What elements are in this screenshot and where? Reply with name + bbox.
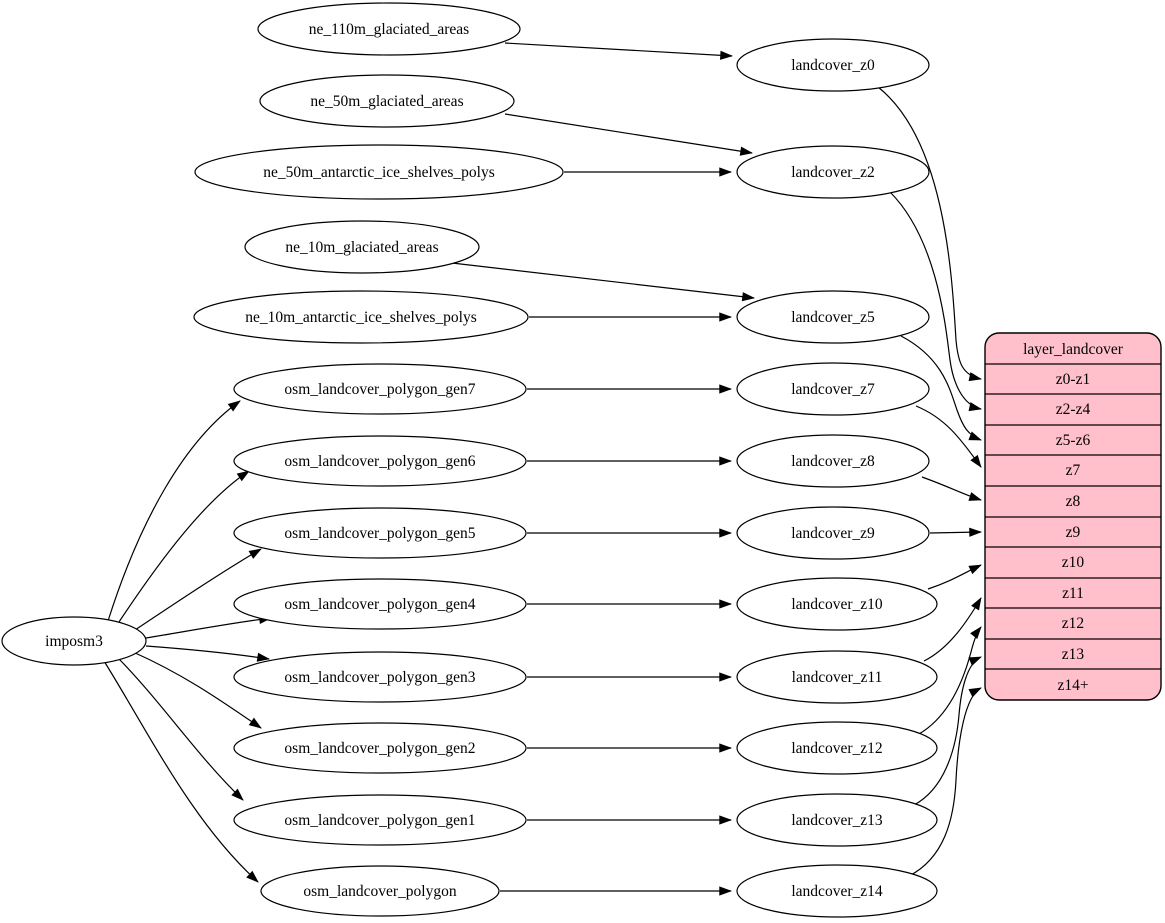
node-landcover_z8: landcover_z8: [736, 434, 930, 488]
table-row-z0-z1: z0-z1: [1056, 371, 1090, 388]
edge-z2-row: [889, 191, 982, 412]
node-ne_50m_glaciated_areas-label: ne_50m_glaciated_areas: [310, 93, 463, 110]
node-ne_50m_glaciated_areas: ne_50m_glaciated_areas: [259, 74, 515, 128]
node-landcover_z5: landcover_z5: [736, 290, 930, 344]
node-landcover_z7-label: landcover_z7: [791, 381, 875, 398]
node-landcover_z7: landcover_z7: [736, 362, 930, 416]
table-row-z11: z11: [1062, 585, 1084, 602]
node-landcover_z2: landcover_z2: [736, 145, 930, 199]
edge-imposm3-gen7: [107, 400, 241, 622]
edge-z0-row: [877, 86, 982, 382]
table-row-z12: z12: [1062, 615, 1084, 632]
node-osm_landcover_polygon_gen3: osm_landcover_polygon_gen3: [233, 651, 527, 703]
node-osm_landcover_polygon: osm_landcover_polygon: [260, 865, 500, 917]
node-osm_landcover_polygon_gen4: osm_landcover_polygon_gen4: [233, 578, 527, 630]
edge-ne10mg-z5: [451, 262, 756, 302]
edge-imposm3-gen1: [116, 656, 244, 801]
node-osm_landcover_polygon_gen6-label: osm_landcover_polygon_gen6: [284, 453, 475, 470]
node-osm_landcover_polygon-label: osm_landcover_polygon: [303, 883, 457, 900]
table-row-z13: z13: [1062, 646, 1085, 663]
node-landcover_z11: landcover_z11: [736, 650, 938, 704]
node-ne_110m_glaciated_areas-label: ne_110m_glaciated_areas: [309, 21, 469, 38]
edge-ne50mg-z2: [504, 113, 754, 156]
node-osm_landcover_polygon_gen1-label: osm_landcover_polygon_gen1: [284, 812, 475, 829]
node-osm_landcover_polygon_gen5-label: osm_landcover_polygon_gen5: [284, 525, 475, 542]
table-title: layer_landcover: [1023, 341, 1124, 358]
node-landcover_z12: landcover_z12: [736, 721, 938, 775]
edge-ne110m-z0: [504, 42, 734, 60]
node-landcover_z9: landcover_z9: [736, 506, 930, 560]
node-landcover_z8-label: landcover_z8: [791, 453, 875, 470]
edge-imposm3-gen5: [131, 548, 262, 633]
table-row-z2-z4: z2-z4: [1056, 401, 1091, 418]
edge-z7-row: [915, 405, 982, 468]
node-ne_10m_antarctic_ice_shelves_polys: ne_10m_antarctic_ice_shelves_polys: [193, 290, 529, 344]
node-landcover_z10-label: landcover_z10: [791, 596, 882, 613]
edge-z5-row: [900, 335, 982, 441]
table-layer_landcover: layer_landcover z0-z1 z2-z4 z5-z6 z7 z8 …: [984, 332, 1162, 701]
edge-z9-row: [929, 527, 983, 537]
node-ne_10m_glaciated_areas: ne_10m_glaciated_areas: [244, 220, 480, 274]
node-osm_landcover_polygon_gen6: osm_landcover_polygon_gen6: [233, 435, 527, 487]
node-imposm3-label: imposm3: [45, 633, 103, 650]
node-ne_50m_antarctic_ice_shelves_polys-label: ne_50m_antarctic_ice_shelves_polys: [263, 164, 495, 181]
edge-z13-row: [913, 656, 982, 806]
edge-imposm3-gen3: [145, 645, 271, 662]
node-osm_landcover_polygon_gen7-label: osm_landcover_polygon_gen7: [284, 381, 475, 398]
node-ne_110m_glaciated_areas: ne_110m_glaciated_areas: [257, 2, 521, 56]
node-osm_landcover_polygon_gen2-label: osm_landcover_polygon_gen2: [284, 740, 475, 757]
edge-z10-row: [927, 564, 982, 590]
node-landcover_z2-label: landcover_z2: [791, 164, 875, 181]
node-landcover_z14: landcover_z14: [736, 864, 938, 918]
node-landcover_z9-label: landcover_z9: [791, 525, 875, 542]
table-row-z9: z9: [1066, 524, 1081, 541]
node-osm_landcover_polygon_gen7: osm_landcover_polygon_gen7: [233, 363, 527, 415]
edge-group: [103, 42, 983, 896]
edge-imposm3-gen6: [116, 470, 250, 626]
edge-imposm3-gen2: [132, 651, 262, 729]
node-landcover_z0-label: landcover_z0: [791, 57, 875, 74]
node-landcover_z10: landcover_z10: [736, 577, 938, 631]
node-ne_50m_antarctic_ice_shelves_polys: ne_50m_antarctic_ice_shelves_polys: [194, 144, 564, 200]
table-row-z5-z6: z5-z6: [1056, 432, 1091, 449]
table-row-z7: z7: [1066, 462, 1081, 479]
edge-z8-row: [921, 476, 982, 501]
table-row-z14plus: z14+: [1057, 677, 1088, 694]
node-imposm3: imposm3: [1, 616, 147, 666]
table-row-z8: z8: [1066, 493, 1081, 510]
node-landcover_z5-label: landcover_z5: [791, 309, 875, 326]
node-osm_landcover_polygon_gen2: osm_landcover_polygon_gen2: [233, 722, 527, 774]
edge-imposm3-gen4: [145, 614, 273, 639]
edge-z14-row: [908, 687, 982, 877]
node-landcover_z13-label: landcover_z13: [791, 812, 882, 829]
node-osm_landcover_polygon_gen1: osm_landcover_polygon_gen1: [233, 794, 527, 846]
node-osm_landcover_polygon_gen3-label: osm_landcover_polygon_gen3: [284, 669, 475, 686]
node-osm_landcover_polygon_gen5: osm_landcover_polygon_gen5: [233, 507, 527, 559]
edge-z11-row: [923, 597, 982, 662]
node-landcover_z12-label: landcover_z12: [791, 740, 882, 757]
edge-z12-row: [918, 626, 982, 735]
node-landcover_z0: landcover_z0: [736, 38, 930, 92]
node-landcover_z11-label: landcover_z11: [792, 669, 883, 686]
node-ne_10m_glaciated_areas-label: ne_10m_glaciated_areas: [285, 239, 438, 256]
edge-imposm3-polygon: [103, 660, 259, 883]
table-row-z10: z10: [1062, 554, 1085, 571]
node-osm_landcover_polygon_gen4-label: osm_landcover_polygon_gen4: [284, 596, 475, 613]
node-landcover_z14-label: landcover_z14: [791, 883, 882, 900]
node-landcover_z13: landcover_z13: [736, 793, 938, 847]
node-ne_10m_antarctic_ice_shelves_polys-label: ne_10m_antarctic_ice_shelves_polys: [245, 309, 477, 326]
